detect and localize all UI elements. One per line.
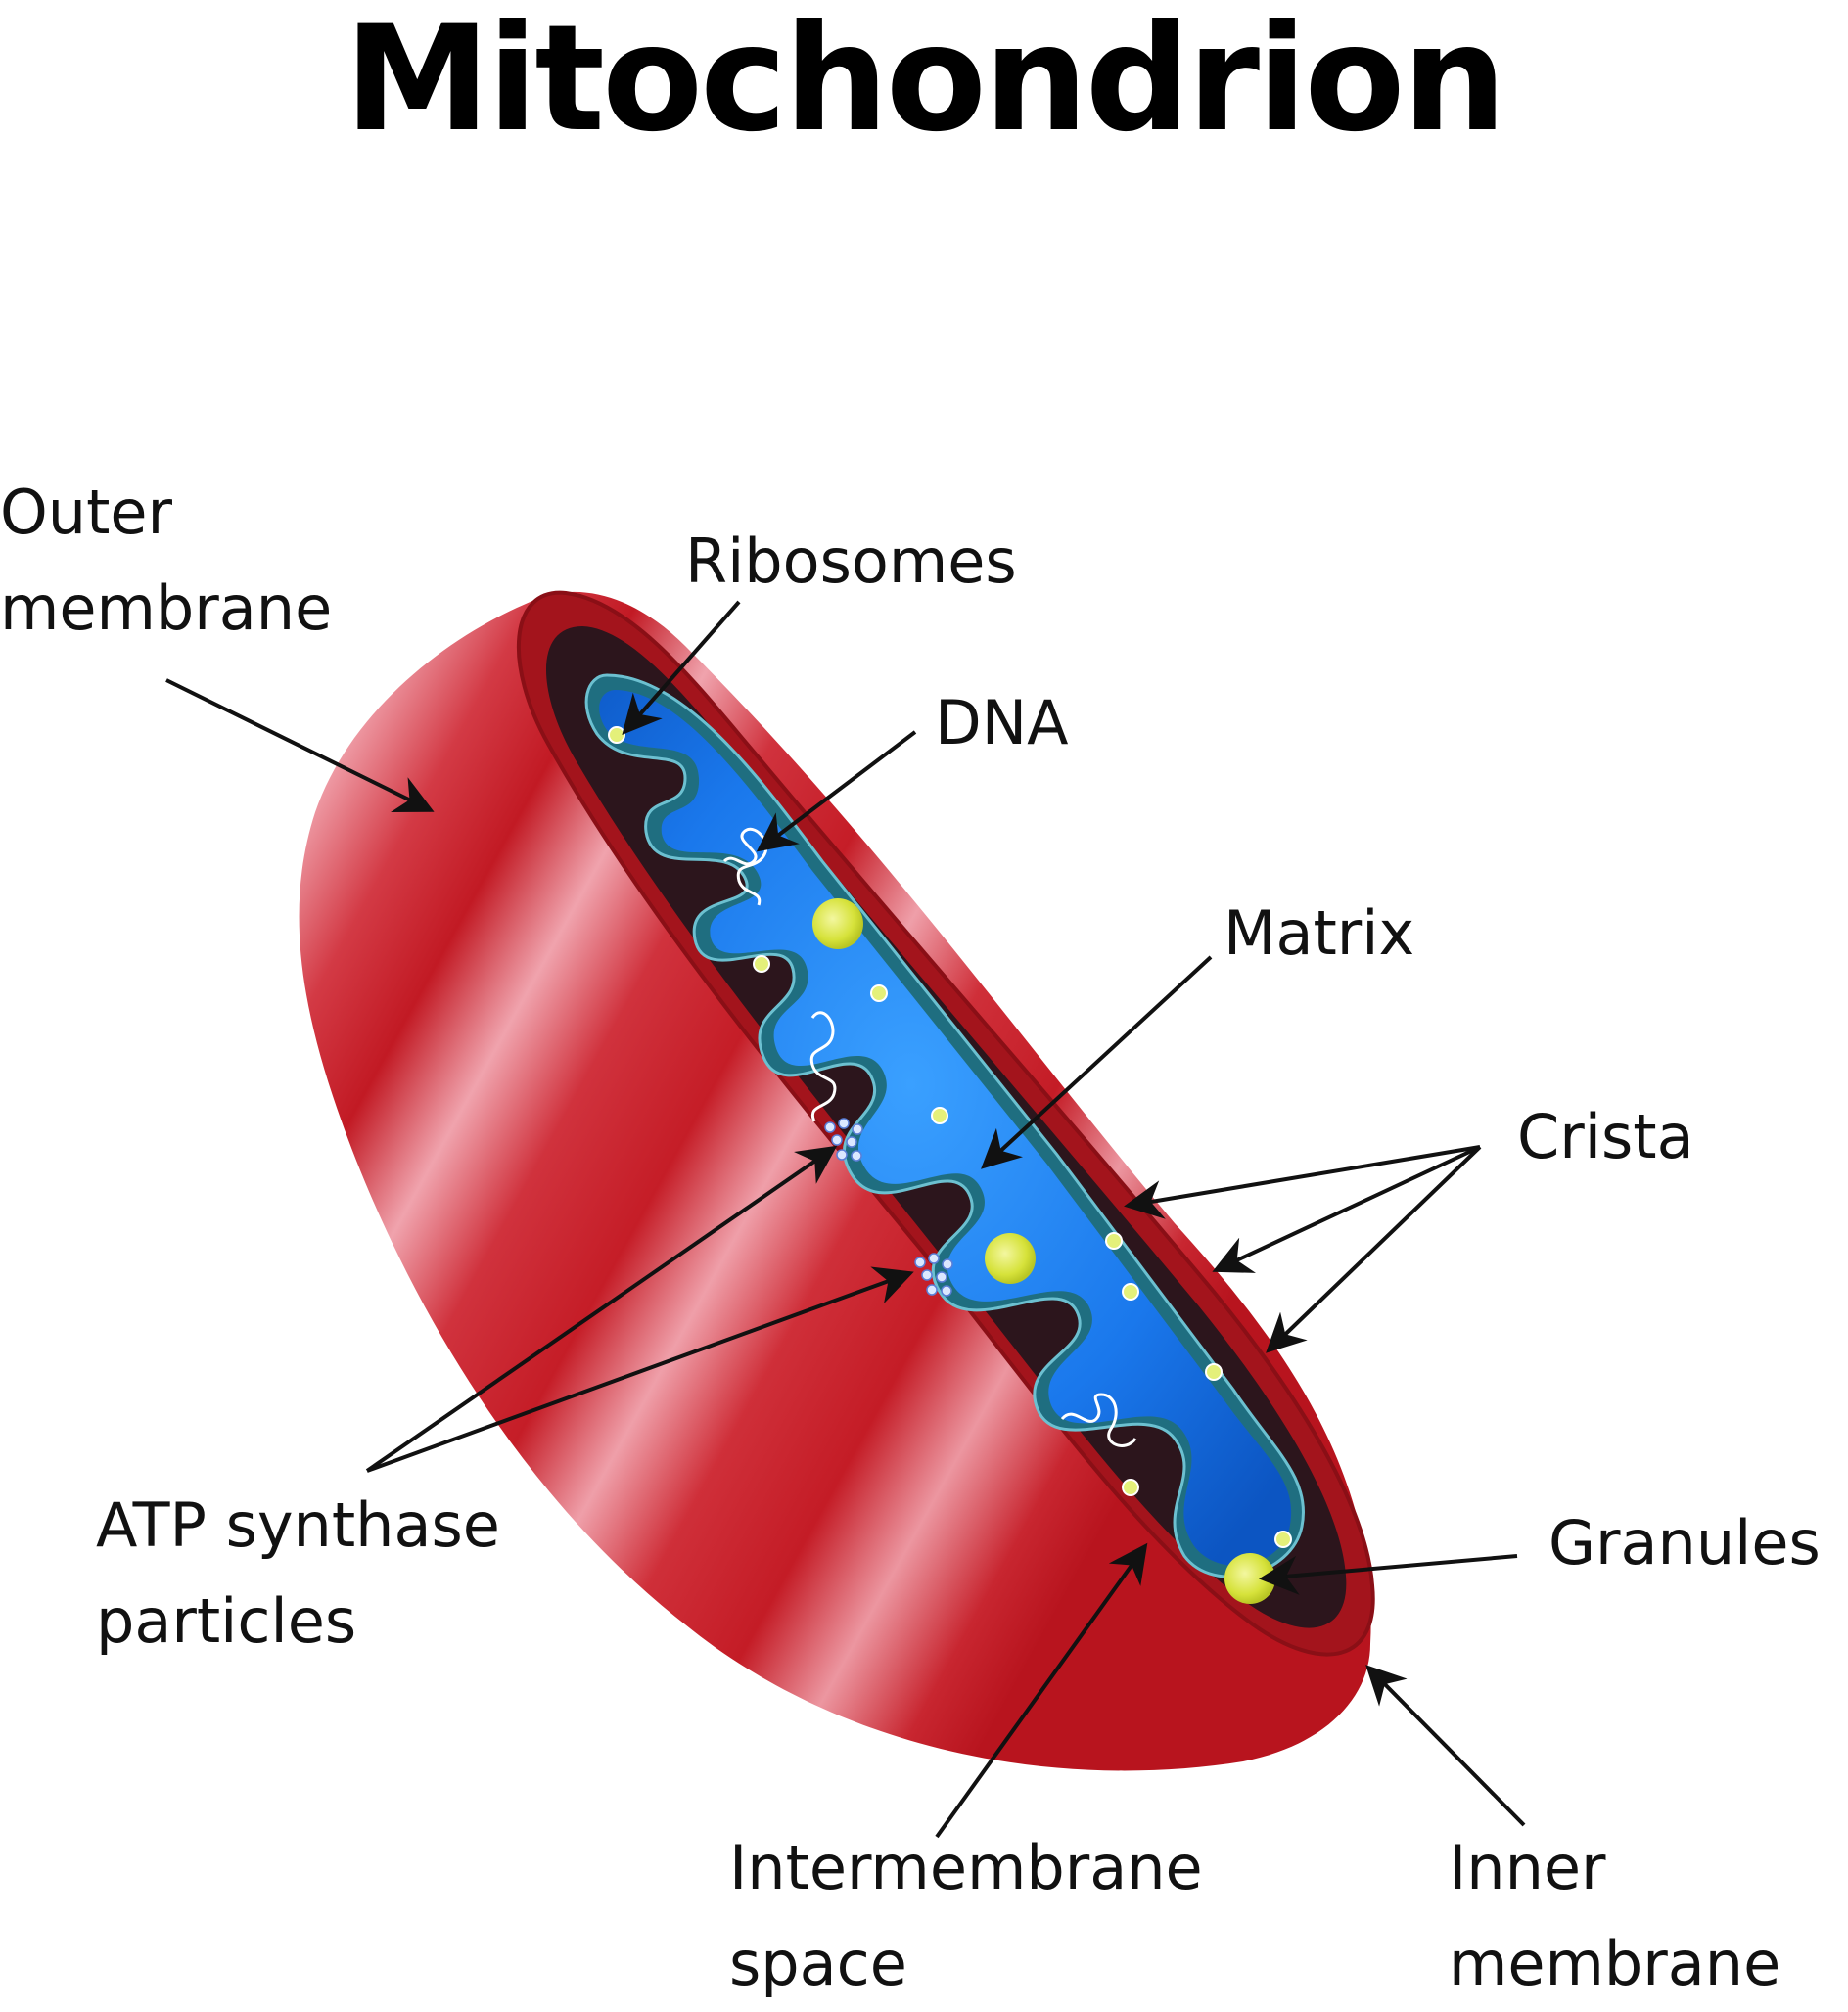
arrow-atp-synthase-1 [365,1145,838,1473]
label-ribosomes: Ribosomes [685,526,1017,597]
ribosome [1274,1531,1292,1548]
arrow-intermembrane-space [935,1542,1148,1839]
arrow-granules [1259,1554,1518,1595]
ribosome [1122,1479,1139,1496]
atp-synthase-cluster [824,1118,863,1162]
granule [812,898,863,949]
atp-synthase-cluster [914,1253,953,1297]
ribosome [608,726,625,744]
label-inner-membrane: Inner membrane [1449,1832,1781,1999]
ribosome [753,955,770,973]
arrow-atp-synthase-2 [366,1266,914,1473]
arrow-crista-2 [1212,1145,1481,1273]
arrow-outer-membrane [165,678,435,813]
diagram-title: Mitochondrion [344,0,1507,164]
dna-strand [809,1011,837,1122]
granule [985,1233,1036,1284]
label-matrix: Matrix [1224,897,1415,969]
label-crista: Crista [1517,1101,1694,1172]
ribosome [870,984,888,1002]
dna-strand [1060,1393,1137,1447]
arrow-ribosomes [622,600,741,736]
label-atp-synthase-particles: ATP synthase particles [96,1489,500,1657]
label-dna: DNA [935,687,1069,758]
label-intermembrane-space: Intermembrane space [729,1832,1203,1999]
arrow-crista-1 [1124,1145,1481,1219]
label-granules: Granules [1548,1507,1821,1578]
arrow-dna [756,730,917,852]
ribosome [1122,1283,1139,1301]
matrix-area [599,690,1292,1566]
label-outer-membrane: Outer membrane [0,477,333,644]
ribosome [931,1107,948,1124]
ribosome [1105,1232,1123,1250]
ribosome [1205,1363,1223,1381]
arrow-matrix [981,955,1213,1169]
arrow-crista-3 [1266,1145,1482,1353]
leader-lines [165,600,1526,1839]
arrow-inner-membrane [1365,1665,1526,1827]
